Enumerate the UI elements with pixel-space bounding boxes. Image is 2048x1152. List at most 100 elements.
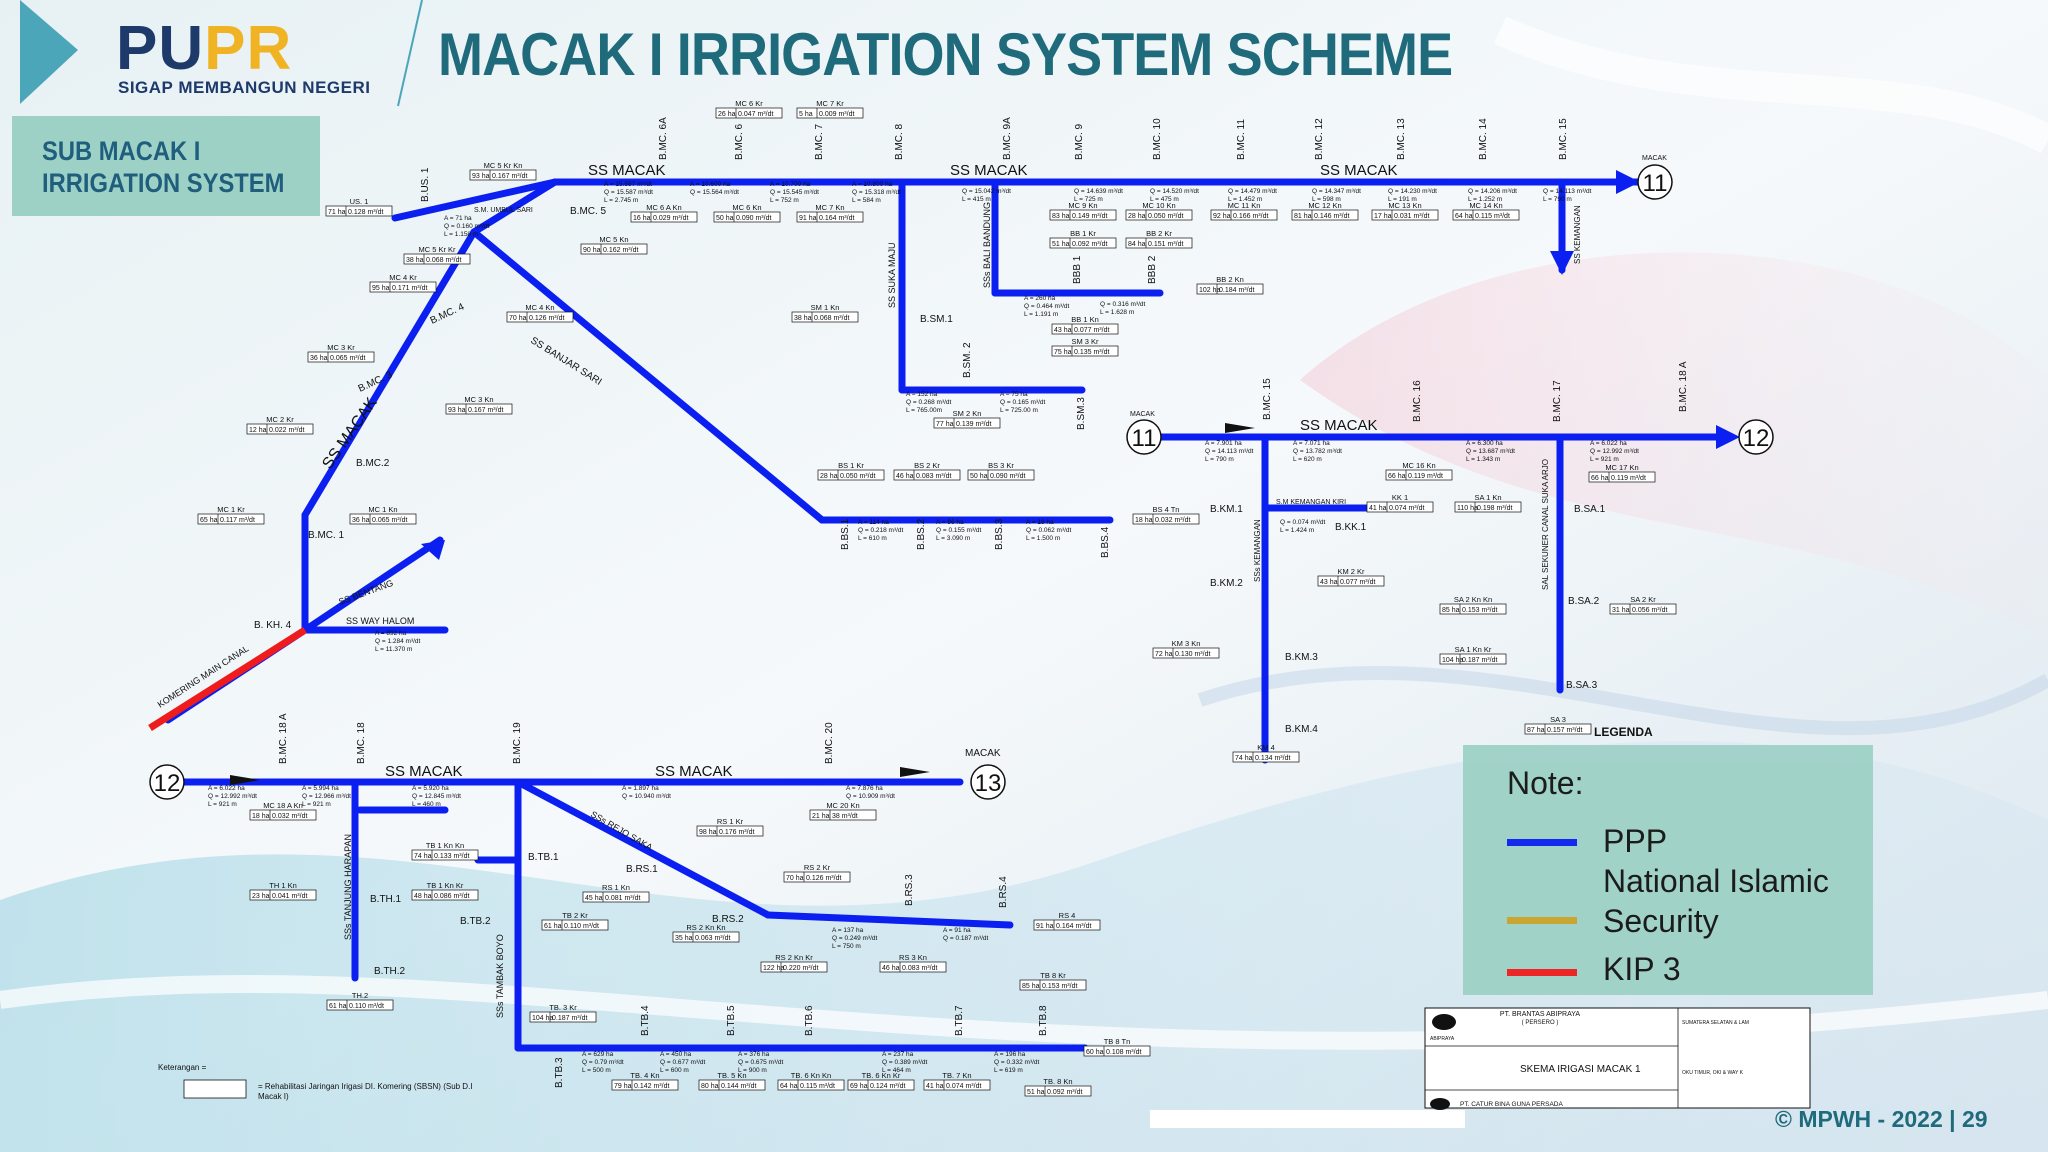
box-title: MC 11 Kn <box>1228 201 1261 210</box>
box-title: TB 8 Tn <box>1104 1037 1131 1046</box>
box-area: 87 ha <box>1527 727 1545 734</box>
box-area: 51 ha <box>1027 1089 1045 1096</box>
box-area: 91 ha <box>799 215 817 222</box>
flow-line: L = 191 m <box>1388 196 1417 203</box>
direction-arrow-icon <box>900 767 930 777</box>
flow-line: Q = 15.564 m³/dt <box>690 189 739 196</box>
flow-line: A = 152 ha <box>906 391 938 398</box>
flow-line: A = 7.071 ha <box>1293 440 1330 447</box>
flow-line: A = 6.300 ha <box>1466 440 1503 447</box>
box-frame <box>1019 979 1087 991</box>
box-discharge: 0.139 m³/dt <box>956 421 991 428</box>
flow-line: Q = 14.206 m³/dt <box>1468 188 1517 195</box>
box-title: BS 3 Kr <box>988 461 1014 470</box>
box-title: MC 4 Kn <box>525 303 554 312</box>
flow-line: A = 6.022 ha <box>208 785 245 792</box>
box-title: MC 6 Kn <box>732 203 761 212</box>
flow-line: Q = 0.155 m³/dt <box>936 527 982 534</box>
box-frame <box>582 891 650 903</box>
box-title: BS 2 Kr <box>914 461 940 470</box>
flow-line: L = 1.252 m <box>1468 196 1502 203</box>
box-area: 74 ha <box>1235 755 1253 762</box>
box-frame <box>1291 209 1359 221</box>
box-discharge: 0.142 m³/dt <box>634 1083 669 1090</box>
flow-line: A = 7.901 ha <box>1205 440 1242 447</box>
box-discharge: 0.029 m³/dt <box>653 215 688 222</box>
canal-label-ss_banjar_sari: SS BANJAR SARI <box>528 335 603 388</box>
flow-line: A = 114 ha <box>858 519 889 526</box>
flow-line: Q = 14.479 m³/dt <box>1228 188 1277 195</box>
box-area: 51 ha <box>1052 241 1070 248</box>
flow-line: Q = 12.992 m³/dt <box>208 793 257 800</box>
box-discharge: 0.151 m³/dt <box>1148 241 1183 248</box>
box-discharge: 0.032 m³/dt <box>1155 517 1190 524</box>
box-discharge: 0.074 m³/dt <box>946 1083 981 1090</box>
canal-label-ss_macak_4: SS MACAK <box>1300 417 1378 434</box>
box-discharge: 0.077 m³/dt <box>1074 327 1109 334</box>
box-area: 64 ha <box>1455 213 1473 220</box>
structure-bmc1: B.MC. 1 <box>308 530 345 541</box>
box-discharge: 0.077 m³/dt <box>1340 579 1375 586</box>
node-n12a-label: 12 <box>1743 425 1770 452</box>
flow-arrow-icon <box>1616 170 1640 194</box>
box-area: 77 ha <box>936 421 954 428</box>
flow-f_mc13: Q = 14.230 m³/dtL = 191 m <box>1388 188 1437 203</box>
flow-f_mc14: Q = 14.206 m³/dtL = 1.252 m <box>1468 188 1517 203</box>
box-title: US. 1 <box>350 197 369 206</box>
canal-label-ss_tambak_boyo: SSs TAMBAK BOYO <box>495 934 505 1018</box>
structure-bmc6a: B.MC. 6A <box>658 117 669 160</box>
flow-line: A = 10.800 ha <box>852 181 893 188</box>
flow-line: A = 237 ha <box>882 1051 914 1058</box>
flow-line: A = 137 ha <box>832 927 864 934</box>
box-discharge: 0.009 m³/dt <box>819 111 854 118</box>
box-area: 23 ha <box>252 893 270 900</box>
box-area: 98 ha <box>699 829 717 836</box>
box-frame <box>760 961 828 973</box>
structure-bkk1: B.KK.1 <box>1335 522 1367 533</box>
box-frame <box>809 809 877 821</box>
box-title: MC 10 Kn <box>1142 201 1175 210</box>
box-frame <box>307 351 375 363</box>
flow-line: L = 725 m <box>1074 196 1103 203</box>
box-frame <box>1051 345 1119 357</box>
flow-f_bs1: A = 114 haQ = 0.218 m³/dtL = 610 m <box>858 519 904 542</box>
canal-label-ss_macak_2: SS MACAK <box>950 162 1028 179</box>
box-discharge: 0.128 m³/dt <box>348 209 383 216</box>
canal-label-sal_suka_arjo: SAL SEKUNER CANAL SUKA ARJO <box>1541 459 1550 590</box>
flow-f_m18: A = 6.022 haQ = 12.992 m³/dtL = 921 m <box>1590 440 1639 463</box>
box-title: TH 1 Kn <box>269 881 297 890</box>
box-frame <box>1439 653 1507 665</box>
box-title: RS 1 Kn <box>602 883 630 892</box>
box-title: MC 3 Kn <box>464 395 493 404</box>
box-title: TB. 3 Kr <box>549 1003 577 1012</box>
box-area: 79 ha <box>614 1083 632 1090</box>
structure-bbb1: BBB 1 <box>1072 255 1083 284</box>
flow-line: A = 71 ha <box>444 215 472 222</box>
scheme-labels: A = 892 haQ = 1.284 m³/dtL = 11.370 mA =… <box>156 117 1689 1088</box>
box-title: TH.2 <box>352 991 368 1000</box>
flow-line: Q = 0.675 m³/dt <box>738 1059 784 1066</box>
box-discharge: 0.047 m³/dt <box>738 111 773 118</box>
flow-line: Q = 0.165 m³/dt <box>1000 399 1046 406</box>
structure-bsm2: B.SM. 2 <box>962 342 973 378</box>
komering-main-canal <box>148 627 307 731</box>
box-area: 74 ha <box>414 853 432 860</box>
box-area: 28 ha <box>820 473 838 480</box>
title-block-scheme: SKEMA IRIGASI MACAK 1 <box>1520 1064 1641 1075</box>
header-chevron-icon <box>20 0 78 104</box>
box-discharge: 0.153 m³/dt <box>1462 607 1497 614</box>
box-title: MC 3 Kr <box>327 343 355 352</box>
